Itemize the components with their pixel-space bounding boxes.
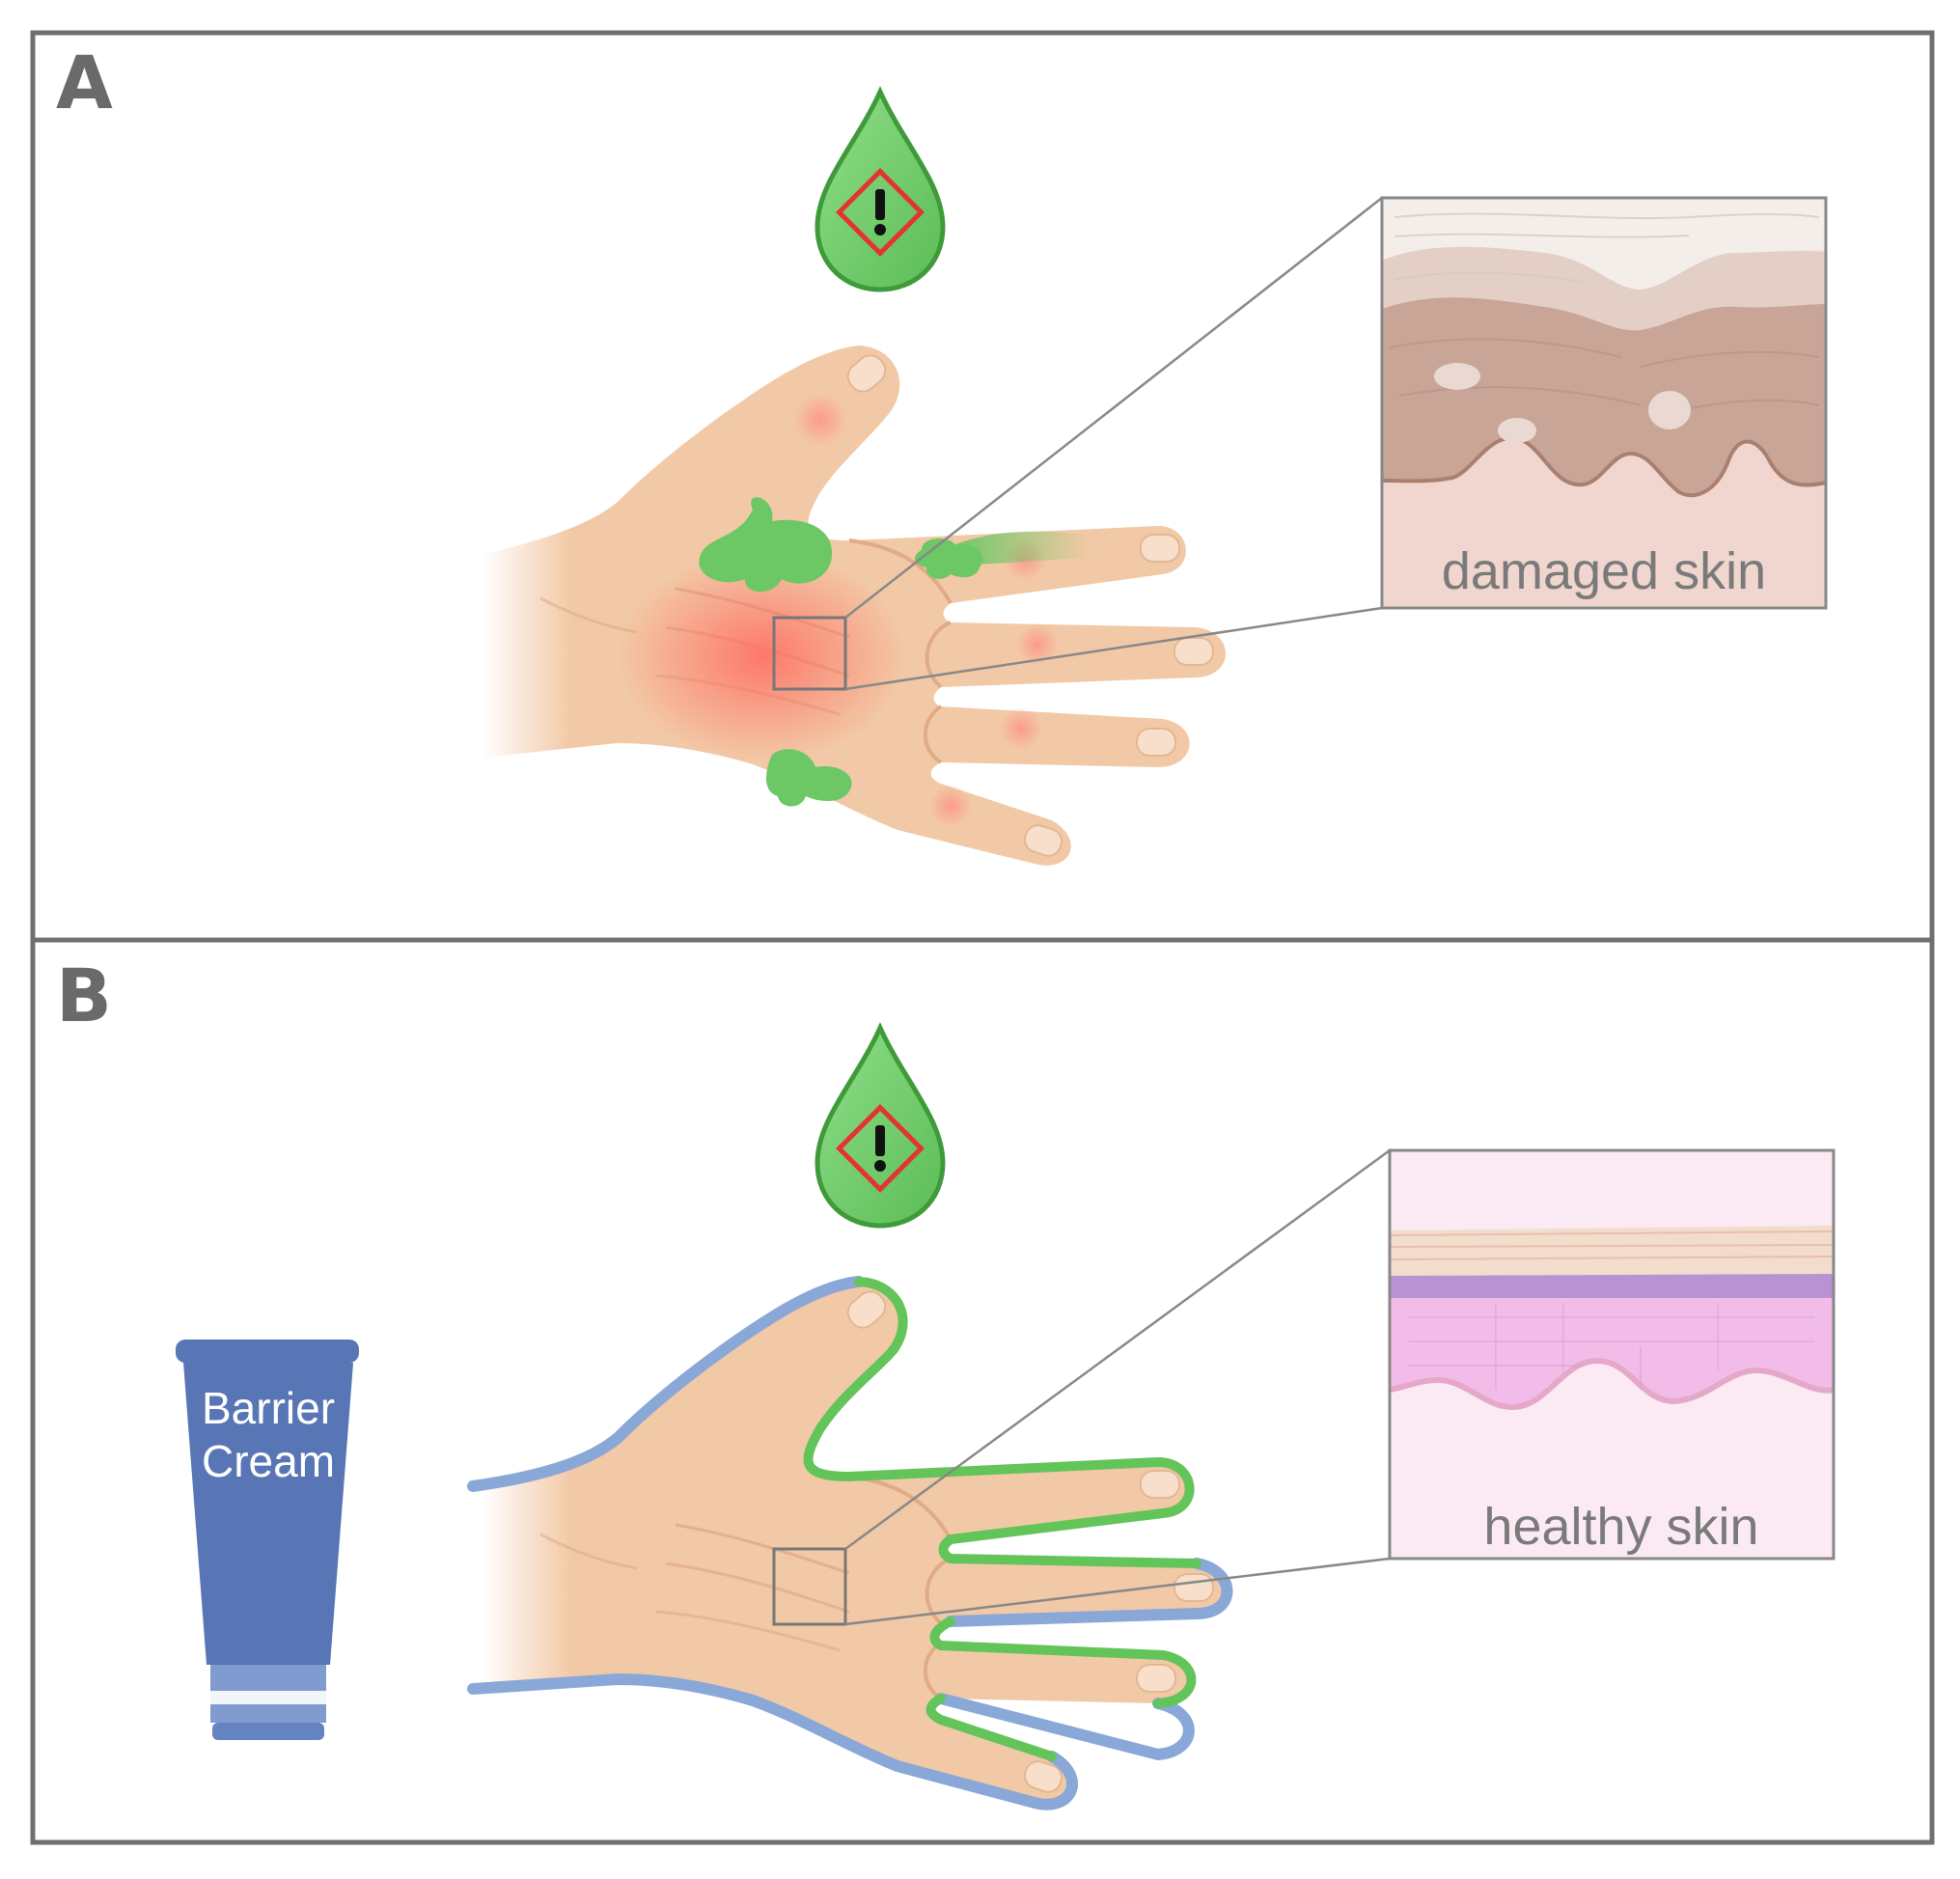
skin-cross-section-icon: damaged skin [1380, 196, 1828, 610]
panel-a: A [30, 30, 1935, 943]
barrier-outline-blue [467, 1276, 1233, 1810]
hand-icon [467, 1276, 1233, 1810]
chemical-smear [951, 531, 1090, 565]
inset-label: damaged skin [1442, 542, 1766, 600]
chemical-splash [699, 497, 833, 593]
inset-label: healthy skin [1483, 1498, 1758, 1556]
tube-label-line2: Cream [202, 1436, 335, 1486]
zoom-region [772, 616, 847, 691]
barrier-outline-green [803, 1277, 1201, 1761]
zoom-region [772, 1547, 847, 1626]
barrier-cream-tube-icon: Barrier Cream [176, 1340, 359, 1740]
tube-label-line1: Barrier [202, 1383, 335, 1433]
chemical-splash [765, 749, 852, 807]
hand-icon [481, 344, 1228, 868]
panel-b: B Barrier Cream [30, 937, 1935, 1845]
panel-a-label: A [56, 40, 113, 125]
panel-b-label: B [56, 953, 112, 1038]
skin-cross-section-icon: healthy skin [1388, 1148, 1836, 1561]
